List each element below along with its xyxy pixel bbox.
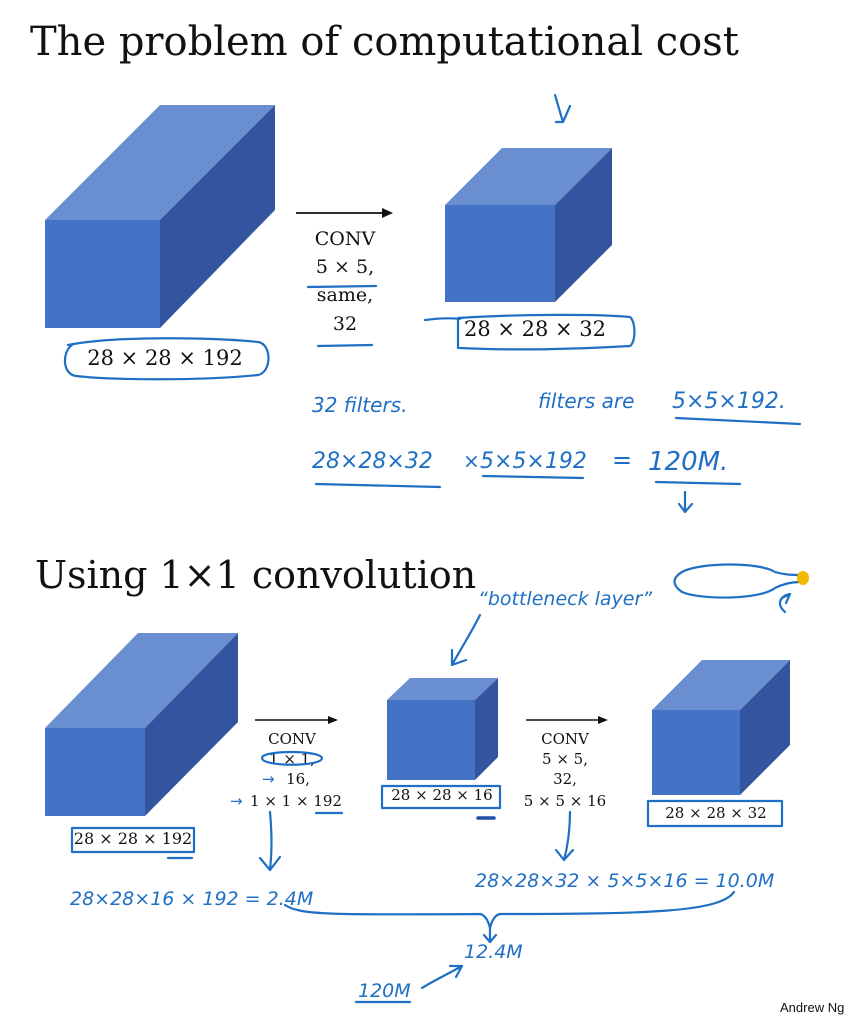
conv2-filter-shape: 5 × 5 × 16 — [524, 792, 606, 810]
bottleneck-dim-label: 28 × 28 × 16 — [391, 786, 492, 804]
s2-input-volume-cube — [45, 633, 238, 816]
conv2-filter-size: 5 × 5, — [542, 750, 588, 768]
s2-input-dim-label: 28 × 28 × 192 — [74, 829, 192, 848]
conv2-num-filters: 32, — [553, 770, 577, 788]
bottleneck-dim-box — [380, 784, 502, 810]
cost1-calc: 28×28×16 × 192 = 2.4M — [70, 888, 313, 910]
note-filter-size: 5×5×192. — [672, 389, 786, 414]
bottle-doodle-icon — [673, 563, 809, 614]
underline-mults — [481, 474, 585, 480]
author-credit: Andrew Ng — [780, 1000, 844, 1015]
underline-num-filters — [316, 343, 374, 348]
total-cost-new: 12.4M — [464, 941, 523, 963]
cost2-down-arrow-icon — [554, 810, 575, 862]
conv1-arrow-192-icon: → — [230, 792, 243, 810]
s2-input-dim-box — [70, 826, 196, 854]
input-dim-circle — [63, 337, 270, 381]
note-output-elems: 28×28×32 — [312, 449, 433, 474]
down-arrow-icon — [677, 490, 694, 514]
s2-output-dim-box — [646, 799, 784, 828]
s2-output-dim-label: 28 × 28 × 32 — [665, 804, 766, 822]
conv-filter-size: 5 × 5, — [316, 256, 374, 278]
conv1-arrow — [255, 716, 338, 724]
output-dim-label: 28 × 28 × 32 — [464, 317, 606, 341]
s2-output-volume-cube — [652, 660, 790, 795]
bottleneck-note: “bottleneck layer” — [478, 588, 652, 610]
note-filters-are: filters are — [538, 389, 634, 413]
conv1-arrow-16-icon: → — [262, 770, 275, 788]
conv-num-filters: 32 — [333, 313, 357, 335]
conv1-num-filters: 16, — [286, 770, 310, 788]
sum-down-arrow-icon — [482, 926, 498, 944]
section1-title: The problem of computational cost — [30, 19, 739, 65]
cost2-calc: 28×28×32 × 5×5×16 = 10.0M — [475, 870, 774, 892]
underline-total — [654, 480, 742, 486]
conv-arrow — [296, 208, 393, 218]
cost1-down-arrow-icon — [258, 810, 282, 872]
comparison-arrow-icon — [420, 964, 464, 990]
conv1-label: CONV — [268, 730, 317, 748]
section2-title: Using 1×1 convolution — [35, 553, 476, 597]
output-dim-box — [423, 313, 636, 351]
underline-output-elems — [314, 482, 442, 489]
conv2-arrow — [526, 716, 608, 724]
conv1-filter-shape: 1 × 1 × 192 — [250, 792, 342, 810]
attention-arrow-icon — [553, 93, 572, 124]
total-cost-old: 120M — [358, 980, 411, 1002]
note-total-cost: 120M. — [648, 447, 728, 477]
sum-brace — [283, 890, 736, 930]
input-volume-cube — [45, 105, 275, 328]
note-equals: = — [612, 446, 632, 474]
conv2-label: CONV — [541, 730, 590, 748]
output-volume-cube — [445, 148, 612, 302]
conv-padding: same, — [317, 284, 373, 306]
underline-filter-size — [306, 284, 378, 289]
bottleneck-arrow-icon — [450, 613, 482, 667]
note-times: × — [463, 449, 480, 473]
bottleneck-volume-cube — [387, 678, 498, 780]
note-mults: 5×5×192 — [480, 449, 587, 474]
conv1-filter-size-circle — [260, 750, 324, 766]
underline-note-filter-size — [674, 416, 802, 426]
conv-label: CONV — [315, 228, 376, 250]
input-dim-label: 28 × 28 × 192 — [87, 346, 242, 370]
note-filters-count: 32 filters. — [312, 393, 407, 417]
